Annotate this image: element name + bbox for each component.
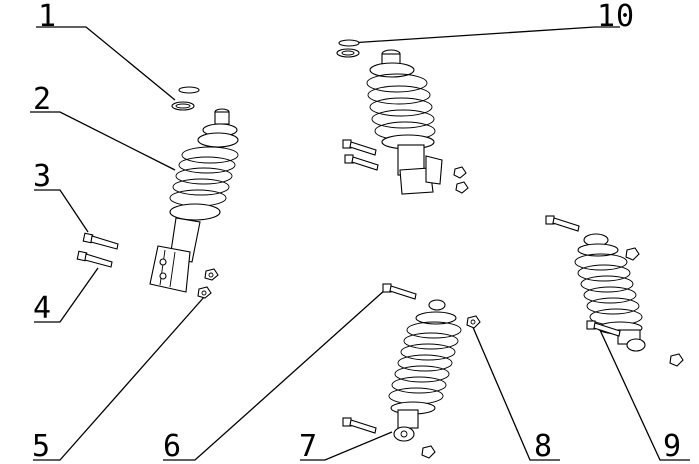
callout-number-6: 6 bbox=[163, 429, 183, 464]
leader-line-3 bbox=[34, 189, 89, 233]
shock-assembly-7 bbox=[388, 299, 462, 442]
callout-number-7: 7 bbox=[299, 429, 319, 464]
leader-line-8 bbox=[471, 324, 560, 461]
leader-line-2 bbox=[30, 111, 176, 171]
leader-line-7 bbox=[300, 431, 393, 461]
callout-number-2: 2 bbox=[33, 82, 53, 117]
callout-number-1: 1 bbox=[38, 0, 58, 34]
callout-number-5: 5 bbox=[32, 429, 52, 464]
leader-line-4 bbox=[34, 267, 99, 323]
callout-number-4: 4 bbox=[33, 291, 53, 326]
bolt-3 bbox=[82, 232, 119, 250]
leader-line-1 bbox=[36, 26, 176, 101]
leader-line-9 bbox=[599, 329, 690, 461]
strut-assembly-10 bbox=[336, 39, 443, 195]
bolt-6 bbox=[382, 283, 417, 300]
bolt-4 bbox=[76, 250, 113, 268]
seal-rings-1 bbox=[171, 86, 200, 111]
bolts-9 bbox=[545, 215, 621, 337]
bolts-10 bbox=[342, 139, 379, 171]
nut-8 bbox=[421, 315, 481, 459]
callout-number-8: 8 bbox=[534, 429, 554, 464]
nuts-9 bbox=[625, 247, 684, 367]
bolt-7 bbox=[342, 417, 377, 434]
leader-lines bbox=[30, 26, 690, 461]
callout-number-10: 10 bbox=[597, 0, 636, 34]
leader-line-10 bbox=[349, 26, 620, 44]
callout-number-3: 3 bbox=[33, 159, 53, 194]
leader-line-5 bbox=[33, 295, 206, 461]
leader-line-6 bbox=[163, 289, 386, 461]
nuts-5 bbox=[197, 268, 219, 299]
strut-assembly-2 bbox=[149, 108, 239, 293]
nuts-10 bbox=[453, 166, 469, 194]
callout-number-9: 9 bbox=[663, 429, 683, 464]
